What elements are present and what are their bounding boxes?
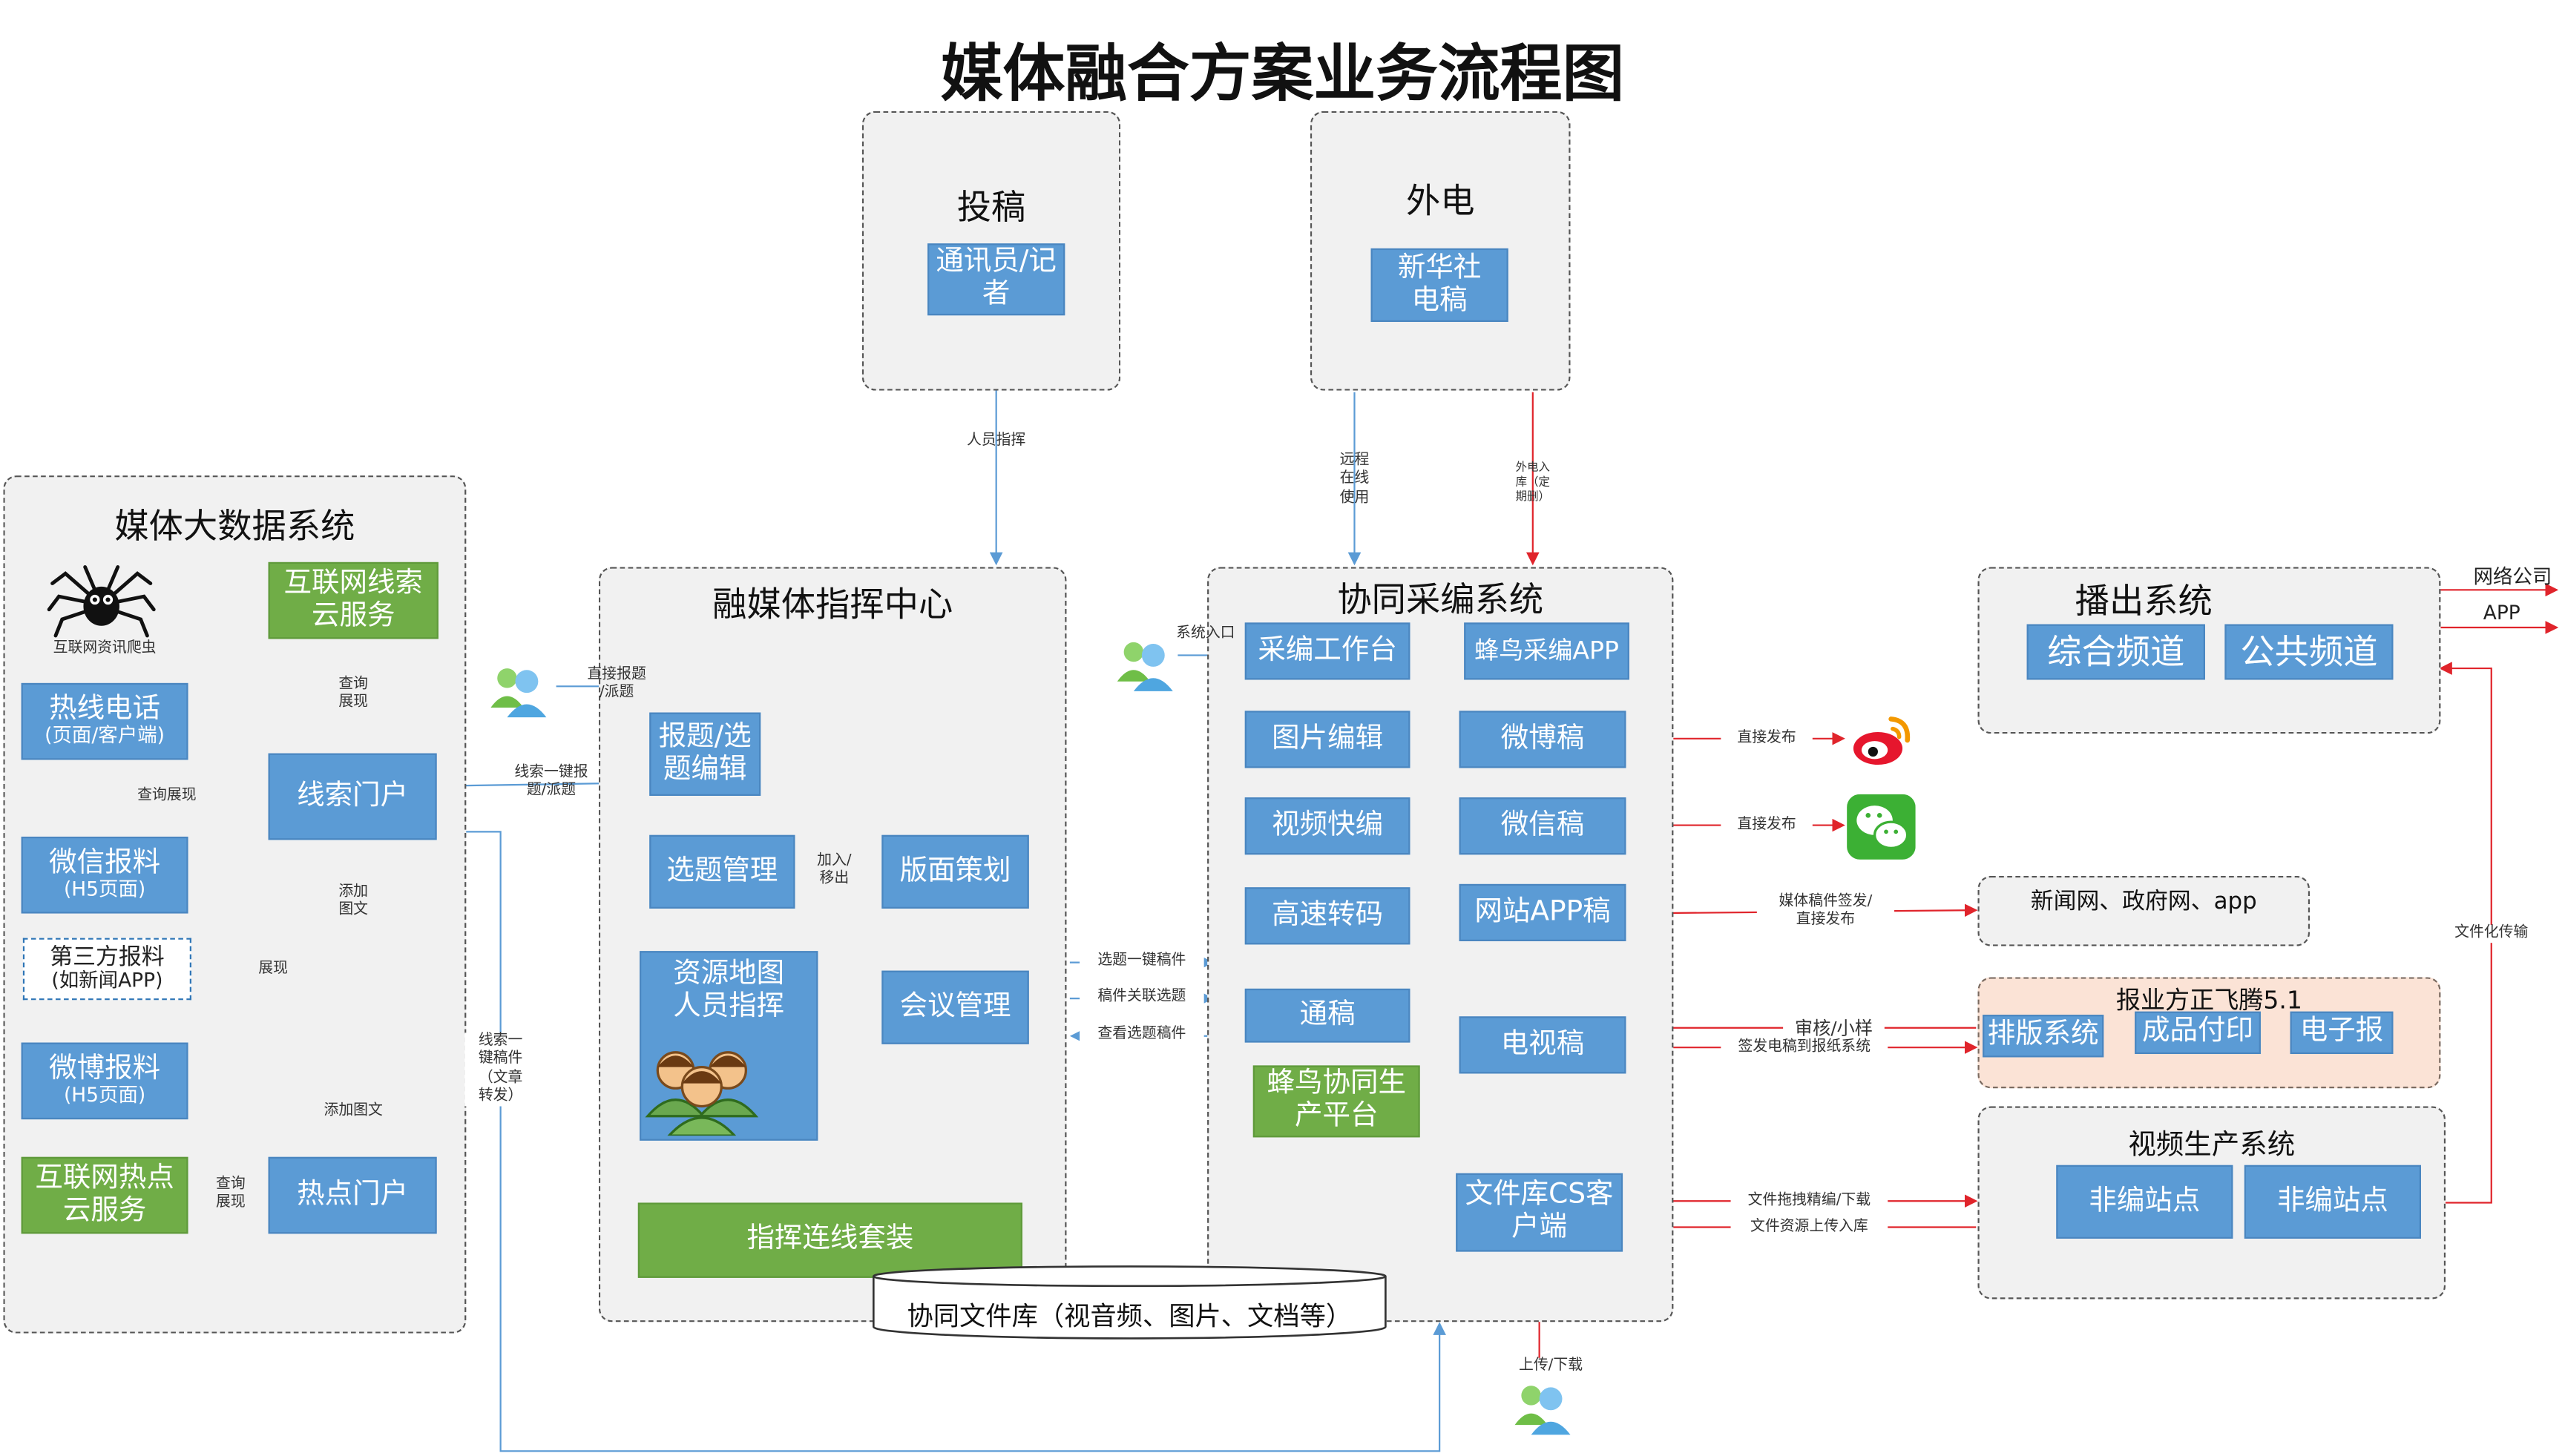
box-wechat-draft[interactable]: 微信稿 [1459,797,1626,855]
box-typesetting[interactable]: 排版系统 [1983,1015,2104,1058]
box-report-edit[interactable]: 报题/选 题编辑 [649,712,761,796]
box-third-report[interactable]: 第三方报料 (如新闻APP) [22,938,191,1001]
edge-label: 系统入口 [1176,625,1235,642]
edge-label: 查询 展现 [203,1176,259,1213]
user-icon [490,668,547,718]
box-weibo-report[interactable]: 微博报料 (H5页面) [21,1042,188,1120]
cylinder-shape [872,1265,1387,1340]
edge-label: 添加 图文 [321,883,387,921]
edge-label: 上传/下载 [1505,1357,1597,1377]
edge-label: 远程 在线 使用 [1339,452,1370,506]
edge-label: 人员指挥 [966,432,1026,449]
weibo-report-label: 微博报料 [49,1052,161,1085]
edge-label: 选题一键稿件 [1080,952,1204,972]
box-transcode[interactable]: 高速转码 [1244,887,1410,945]
edge-label: 文件拖拽精编/下载 [1730,1193,1888,1212]
box-final-print[interactable]: 成品付印 [2135,1011,2261,1054]
wechat-icon[interactable] [1847,794,1916,860]
edge-label: 媒体稿件签发/ 直接发布 [1756,894,1895,931]
edge-label: 查询 展现 [338,676,369,711]
box-video-edit[interactable]: 视频快编 [1244,797,1410,855]
news-web-label: 新闻网、政府网、app [2030,889,2257,915]
output-network-company: 网络公司 [2473,565,2552,589]
box-topic-mgmt[interactable]: 选题管理 [649,834,795,909]
wechat-report-sub: (H5页面) [63,877,146,901]
box-tv-draft[interactable]: 电视稿 [1459,1016,1626,1074]
box-hummingbird-app[interactable]: 蜂鸟采编APP [1464,622,1629,680]
edge-label: 签发电稿到报纸系统 [1721,1039,1888,1058]
edge-clue-filelib [438,831,1446,1452]
edge-label: 外电入 库（定 期删） [1515,461,1550,503]
box-command-kit[interactable]: 指挥连线套装 [637,1202,1022,1278]
third-report-label: 第三方报料 [50,944,165,971]
box-channel-general[interactable]: 综合频道 [2026,624,2205,680]
hotline-label: 热线电话 [49,692,161,725]
box-hummingbird-platform[interactable]: 蜂鸟协同生 产平台 [1252,1065,1420,1138]
edge-label: 直接发布 [1721,817,1813,836]
box-wechat-report[interactable]: 微信报料 (H5页面) [21,836,188,914]
edge-label: 直接报题 /派题 [587,666,646,702]
box-nle-station-1[interactable]: 非编站点 [2056,1165,2233,1239]
people-group-icon [645,1051,759,1136]
file-library-label: 协同文件库（视音频、图片、文档等） [907,1300,1353,1332]
third-report-sub: (如新闻APP) [51,969,163,992]
box-clue-portal[interactable]: 线索门户 [268,753,437,840]
panel-news-web: 新闻网、政府网、app [1977,875,2311,946]
box-e-paper[interactable]: 电子报 [2290,1011,2394,1054]
edge-label: 线索一键报 题/派题 [514,765,588,800]
panel-title: 融媒体指挥中心 [712,584,953,625]
user-icon [1117,642,1173,691]
box-meeting[interactable]: 会议管理 [881,970,1029,1044]
edge-label: 审核/小样 [1783,1018,1885,1041]
panel-title: 协同采编系统 [1337,580,1544,619]
panel-title: 视频生产系统 [2128,1129,2296,1162]
spider-icon [47,565,156,638]
edge-label: 直接发布 [1721,730,1813,749]
box-workbench[interactable]: 采编工作台 [1244,622,1410,680]
edge-label: 文件资源上传入库 [1730,1219,1888,1238]
edge-label: 查看选题稿件 [1080,1026,1204,1045]
user-icon [1514,1386,1571,1435]
box-web-app-draft[interactable]: 网站APP稿 [1459,883,1626,941]
edge-label: 查询展现 [121,787,213,806]
box-image-edit[interactable]: 图片编辑 [1244,711,1410,768]
box-hot-portal[interactable]: 热点门户 [268,1156,437,1234]
hotline-sub: (页面/客户端) [45,724,165,748]
box-correspondent[interactable]: 通讯员/记 者 [927,243,1065,316]
box-tongbian[interactable]: 通稿 [1244,988,1410,1043]
edge-label: 稿件关联选题 [1080,988,1204,1007]
panel-title: 外电 [1405,181,1475,221]
box-hotline[interactable]: 热线电话 (页面/客户端) [21,682,188,760]
output-app: APP [2483,601,2520,625]
panel-title: 报业方正飞腾5.1 [2115,985,2302,1015]
box-file-cs[interactable]: 文件库CS客 户端 [1456,1173,1623,1252]
weibo-icon[interactable] [1847,705,1916,775]
edge-label: 添加图文 [310,1103,396,1121]
box-internet-clue-cloud[interactable]: 互联网线索 云服务 [268,561,439,639]
edge-label: 加入/ 移出 [804,853,864,890]
box-layout-plan[interactable]: 版面策划 [881,834,1029,909]
box-channel-public[interactable]: 公共频道 [2224,624,2394,680]
file-library-cylinder[interactable]: 协同文件库（视音频、图片、文档等） [872,1265,1387,1340]
panel-command: 融媒体指挥中心 [598,567,1067,1322]
weibo-report-sub: (H5页面) [63,1084,146,1107]
edge-label: 展现 [245,961,301,980]
box-nle-station-2[interactable]: 非编站点 [2244,1165,2421,1239]
page-title: 媒体融合方案业务流程图 [940,37,1625,110]
panel-title: 投稿 [956,188,1026,228]
box-internet-hot-cloud[interactable]: 互联网热点 云服务 [21,1156,188,1234]
box-xinhua[interactable]: 新华社 电稿 [1370,248,1508,323]
spider-label: 互联网资讯爬虫 [53,640,157,657]
panel-title: 播出系统 [2075,582,2213,622]
panel-title: 媒体大数据系统 [114,506,355,546]
box-weibo-draft[interactable]: 微博稿 [1459,711,1626,768]
wechat-report-label: 微信报料 [49,846,161,879]
edge-label: 线索一 键稿件 （文章 转发） [464,1032,537,1107]
edge-label: 文件化传输 [2443,924,2539,943]
